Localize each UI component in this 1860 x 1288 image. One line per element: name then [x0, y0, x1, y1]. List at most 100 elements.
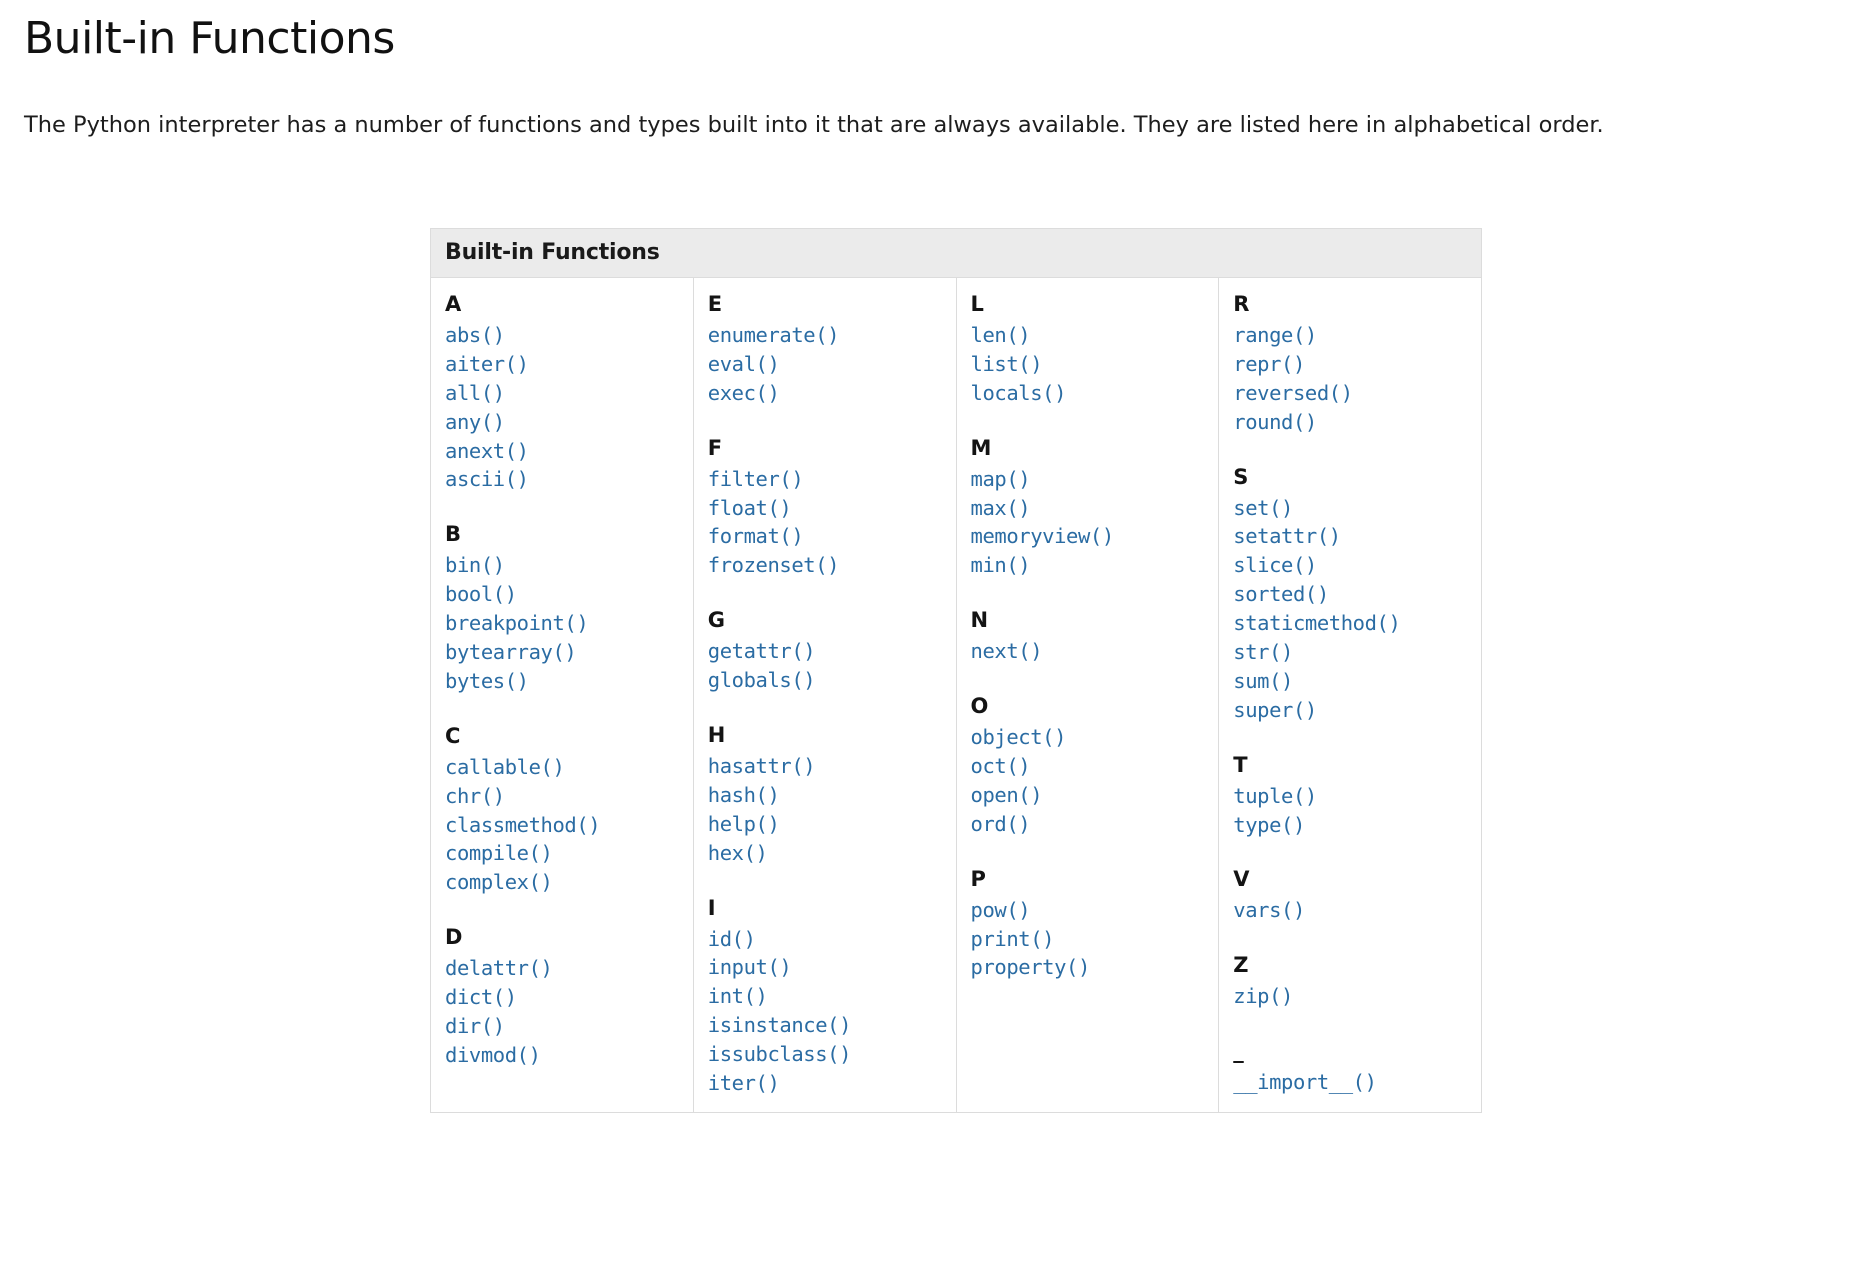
function-link[interactable]: super(): [1233, 697, 1317, 722]
function-link[interactable]: float(): [707, 495, 792, 520]
function-link[interactable]: aiter(): [445, 351, 529, 376]
function-link[interactable]: hash(): [707, 782, 780, 807]
list-item: type(): [1233, 811, 1467, 840]
list-item: __import__(): [1233, 1068, 1467, 1097]
function-link[interactable]: min(): [970, 553, 1031, 578]
function-link[interactable]: staticmethod(): [1233, 611, 1401, 636]
function-link[interactable]: oct(): [970, 754, 1031, 779]
function-link[interactable]: hasattr(): [707, 754, 816, 779]
list-item: exec(): [708, 379, 942, 408]
function-link[interactable]: help(): [707, 811, 780, 836]
function-link[interactable]: delattr(): [445, 956, 553, 981]
function-link[interactable]: divmod(): [445, 1042, 541, 1067]
function-link[interactable]: max(): [970, 495, 1031, 520]
function-link[interactable]: id(): [707, 926, 756, 951]
function-link[interactable]: sum(): [1233, 668, 1293, 693]
function-link[interactable]: breakpoint(): [445, 611, 589, 636]
list-item: eval(): [708, 350, 942, 379]
list-item: list(): [971, 350, 1205, 379]
list-item: repr(): [1233, 350, 1467, 379]
function-link[interactable]: property(): [970, 955, 1091, 980]
function-link[interactable]: isinstance(): [707, 1013, 852, 1038]
function-link[interactable]: type(): [1233, 812, 1305, 837]
function-list: enumerate() eval() exec(): [708, 321, 942, 408]
function-link[interactable]: eval(): [707, 351, 780, 376]
function-link[interactable]: map(): [970, 466, 1031, 491]
function-link[interactable]: reversed(): [1233, 380, 1353, 405]
function-link[interactable]: dir(): [445, 1014, 505, 1039]
function-link[interactable]: locals(): [970, 380, 1067, 405]
function-list: len() list() locals(): [971, 321, 1205, 408]
list-item: slice(): [1233, 551, 1467, 580]
function-link[interactable]: callable(): [445, 754, 565, 779]
function-link[interactable]: enumerate(): [707, 323, 840, 347]
list-item: locals(): [971, 379, 1205, 408]
function-link[interactable]: dict(): [445, 985, 517, 1010]
function-link[interactable]: pow(): [970, 897, 1031, 922]
function-link[interactable]: repr(): [1233, 351, 1305, 376]
function-link[interactable]: exec(): [707, 380, 780, 405]
function-link[interactable]: input(): [707, 955, 792, 980]
function-link[interactable]: frozenset(): [707, 553, 840, 578]
list-item: pow(): [971, 896, 1205, 925]
function-link[interactable]: sorted(): [1233, 582, 1329, 607]
function-list: map() max() memoryview() min(): [971, 465, 1205, 581]
function-link[interactable]: int(): [707, 984, 768, 1009]
function-link[interactable]: bin(): [445, 553, 505, 578]
function-link[interactable]: classmethod(): [445, 812, 601, 837]
list-item: int(): [708, 982, 942, 1011]
list-item: dir(): [445, 1012, 679, 1041]
function-link[interactable]: bytes(): [445, 668, 529, 693]
function-link[interactable]: format(): [707, 524, 804, 549]
function-link[interactable]: issubclass(): [707, 1042, 852, 1067]
function-link[interactable]: chr(): [445, 783, 505, 808]
function-link[interactable]: bool(): [445, 582, 517, 607]
function-link[interactable]: open(): [970, 782, 1043, 807]
function-link[interactable]: object(): [970, 725, 1067, 750]
function-link[interactable]: iter(): [707, 1071, 780, 1096]
function-link[interactable]: bytearray(): [445, 640, 577, 665]
function-link[interactable]: print(): [970, 926, 1055, 951]
list-item: sum(): [1233, 667, 1467, 696]
function-link[interactable]: set(): [1233, 495, 1293, 520]
function-link[interactable]: globals(): [707, 668, 816, 693]
function-link[interactable]: any(): [445, 409, 505, 434]
letter-heading: B: [445, 522, 462, 547]
function-link[interactable]: round(): [1233, 409, 1317, 434]
function-link[interactable]: list(): [970, 351, 1043, 376]
function-list: getattr() globals(): [708, 637, 942, 695]
function-link[interactable]: range(): [1233, 323, 1317, 347]
function-link[interactable]: memoryview(): [970, 524, 1115, 549]
function-link[interactable]: tuple(): [1233, 783, 1317, 808]
function-link[interactable]: filter(): [707, 466, 804, 491]
function-link[interactable]: getattr(): [707, 639, 816, 664]
page-title: Built-in Functions: [24, 13, 395, 64]
function-link[interactable]: setattr(): [1233, 524, 1341, 549]
function-link[interactable]: ord(): [970, 811, 1031, 836]
list-item: any(): [445, 408, 679, 437]
function-link[interactable]: abs(): [445, 323, 505, 347]
function-link[interactable]: str(): [1233, 640, 1293, 665]
function-link[interactable]: complex(): [445, 870, 553, 895]
letter-heading: N: [970, 608, 989, 633]
function-link[interactable]: vars(): [1233, 898, 1305, 923]
function-link[interactable]: hex(): [707, 840, 768, 865]
list-item: divmod(): [445, 1041, 679, 1070]
function-link[interactable]: len(): [970, 323, 1031, 347]
function-link[interactable]: all(): [445, 380, 505, 405]
function-link[interactable]: anext(): [445, 438, 529, 463]
function-link[interactable]: zip(): [1233, 984, 1293, 1009]
function-link[interactable]: next(): [970, 639, 1043, 664]
function-link[interactable]: slice(): [1233, 553, 1317, 578]
letter-group: ___import__(): [1233, 1037, 1467, 1097]
function-link[interactable]: __import__(): [1233, 1070, 1377, 1095]
function-link[interactable]: ascii(): [445, 467, 529, 492]
function-link[interactable]: compile(): [445, 841, 553, 866]
